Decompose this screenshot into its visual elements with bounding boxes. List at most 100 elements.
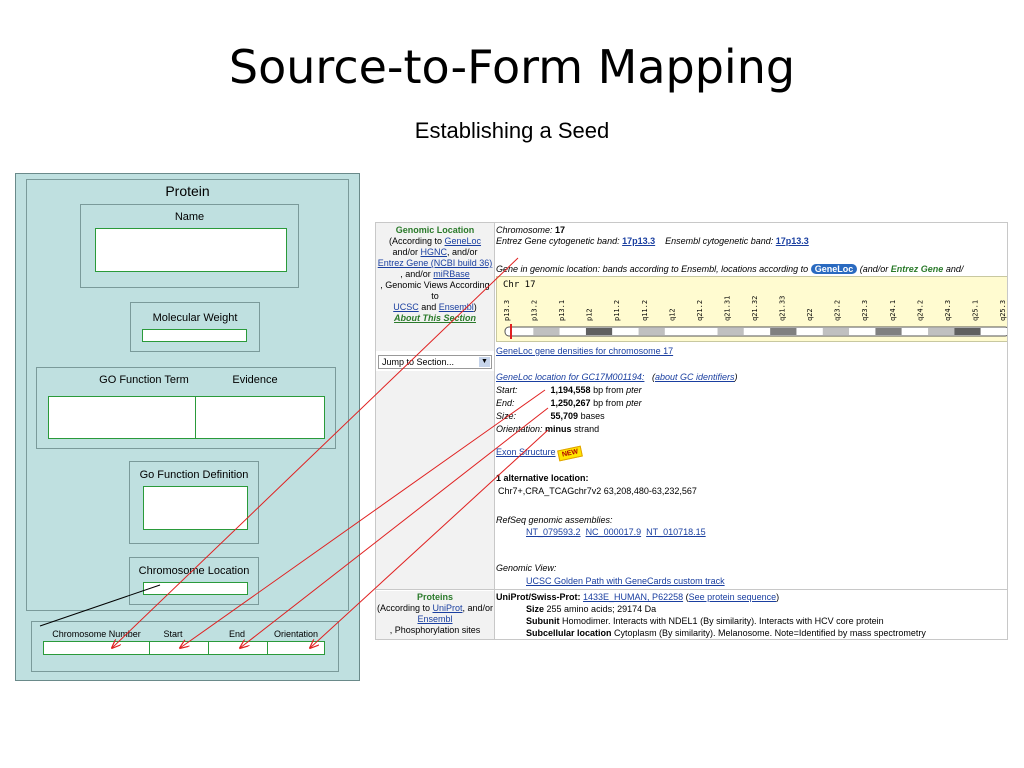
chromosome-band: [638, 328, 665, 335]
gene-location-text: Gene in genomic location: bands accordin…: [496, 264, 809, 274]
chromosome-location-field[interactable]: [143, 582, 248, 595]
refseq-link[interactable]: NC_000017.9: [585, 527, 642, 537]
refseq-link[interactable]: NT_010718.15: [646, 527, 706, 537]
size-key: Size:: [496, 411, 517, 421]
protein-size-line: Size 255 amino acids; 29174 Da: [526, 604, 656, 614]
chromosome-band: [507, 328, 534, 335]
go-definition-group: [129, 461, 259, 544]
band-label: q21.33: [779, 296, 787, 321]
gene-location-line: Gene in genomic location: bands accordin…: [496, 264, 963, 274]
mirbase-link[interactable]: miRBase: [433, 269, 470, 279]
start-arrow: [180, 389, 546, 648]
orientation-label: Orientation: [273, 629, 319, 639]
band-label: q21.2: [696, 300, 704, 321]
geneloc-badge[interactable]: GeneLoc: [810, 264, 858, 274]
genomic-location-heading: Genomic Location: [395, 225, 475, 235]
chromosome-band: [954, 328, 981, 335]
hgnc-link[interactable]: HGNC: [420, 247, 448, 257]
chromosome-band: [717, 328, 744, 335]
alt-location-count: 1: [496, 473, 502, 483]
start-bp-from: bp from: [593, 385, 624, 395]
band-label: q21.31: [723, 296, 731, 321]
ucsc-link[interactable]: UCSC: [393, 302, 419, 312]
chromosome-location-connector: [39, 584, 161, 627]
chromosome-band: [928, 328, 955, 335]
chr-label: Chr 17: [503, 280, 536, 290]
entrez-cyto-link[interactable]: 17p13.3: [622, 236, 656, 246]
name-field[interactable]: [95, 228, 287, 272]
go-definition-field[interactable]: [143, 486, 248, 530]
about-section-link[interactable]: About This Section: [394, 313, 476, 323]
chromosome-band: [664, 328, 692, 335]
end-key: End:: [496, 398, 515, 408]
chromosome-band: [533, 328, 560, 335]
chromosome-band: [901, 328, 929, 335]
evidence-field[interactable]: [195, 396, 325, 439]
size-value: 55,709: [550, 411, 579, 421]
ensembl-cyto-label: Ensembl cytogenetic band:: [665, 236, 774, 246]
chromosome-band: [796, 328, 823, 335]
geneloc-link[interactable]: GeneLoc: [444, 236, 482, 246]
start-pter: pter: [626, 385, 642, 395]
and-or-text: and/or: [392, 247, 418, 257]
molecular-weight-label: Molecular Weight: [152, 312, 238, 324]
refseq-label: RefSeq genomic assemblies:: [496, 515, 613, 525]
protein-label: Protein: [165, 183, 210, 199]
uniprot-link[interactable]: UniProt: [432, 603, 463, 613]
proteins-ensembl-link[interactable]: Ensembl: [417, 614, 453, 624]
gene-densities-link[interactable]: GeneLoc gene densities for chromosome 17: [496, 346, 674, 356]
and-text: and: [421, 302, 437, 312]
ucsc-track-line: UCSC Golden Path with GeneCards custom t…: [526, 576, 725, 586]
and-or-post-text: , and/or: [447, 247, 478, 257]
ensembl-cyto-link[interactable]: 17p13.3: [775, 236, 809, 246]
entrez-gene-green: Entrez Gene: [890, 264, 944, 274]
subunit-value: Homodimer. Interacts with NDEL1 (By simi…: [562, 616, 884, 626]
band-label: p13.2: [531, 300, 539, 321]
ensembl-link[interactable]: Ensembl: [438, 302, 474, 312]
slide-subtitle: Establishing a Seed: [414, 118, 610, 143]
about-gc-link[interactable]: about GC identifiers: [654, 372, 735, 382]
band-label: q23.3: [861, 300, 869, 321]
molecular-weight-field[interactable]: [142, 329, 247, 342]
uniprot-id-link[interactable]: 1433E_HUMAN, P62258: [583, 592, 684, 602]
band-label: q24.1: [889, 300, 897, 321]
refseq-links: NT_079593.2 NC_000017.9 NT_010718.15: [526, 527, 706, 537]
end-bp-from: bp from: [593, 398, 624, 408]
geneloc-location-link[interactable]: GeneLoc location for GC17M001194:: [496, 372, 645, 382]
protein-size-value: 255 amino acids; 29174 Da: [546, 604, 657, 614]
subcellular-value: Cytoplasm (By similarity). Melanosome. N…: [614, 628, 926, 638]
slide-title: Source-to-Form Mapping: [228, 40, 796, 94]
size-line: Size: 55,709 bases: [496, 411, 605, 421]
size-bases: bases: [580, 411, 605, 421]
refseq-link[interactable]: NT_079593.2: [526, 527, 581, 537]
band-label: p13.1: [558, 300, 566, 321]
go-function-term-field[interactable]: [48, 396, 196, 439]
exon-structure-link[interactable]: Exon Structure: [496, 447, 556, 457]
end-label: End: [228, 629, 245, 639]
band-label: p13.3: [503, 300, 511, 321]
and-trail-text: and/: [945, 264, 964, 274]
band-label: q12: [668, 308, 676, 321]
entrez-cyto-label: Entrez Gene cytogenetic band:: [496, 236, 620, 246]
band-label: q23.2: [834, 300, 842, 321]
ucsc-track-link[interactable]: UCSC Golden Path with GeneCards custom t…: [526, 576, 725, 586]
chromosome-band: [743, 328, 771, 335]
chromosome-band: [691, 328, 718, 335]
orientation-line: Orientation: minus strand: [496, 424, 599, 434]
orientation-arrow: [310, 429, 549, 648]
end-value: 1,250,267: [550, 398, 591, 408]
see-protein-sequence-link[interactable]: See protein sequence: [688, 592, 777, 602]
evidence-label: Evidence: [232, 374, 278, 386]
entrez-gene-link[interactable]: Entrez Gene (NCBI build 36): [377, 258, 493, 268]
chromosome-location-group: [129, 557, 259, 605]
subunit-line: Subunit Homodimer. Interacts with NDEL1 …: [526, 616, 884, 626]
band-label: q11.2: [641, 300, 649, 321]
chromosome-number-label: Chromosome Number: [52, 629, 141, 639]
name-label: Name: [174, 211, 205, 223]
subcellular-key: Subcellular location: [526, 628, 612, 638]
orientation-strand: strand: [574, 424, 600, 434]
chromosome-line: Chromosome: 17: [496, 225, 565, 235]
